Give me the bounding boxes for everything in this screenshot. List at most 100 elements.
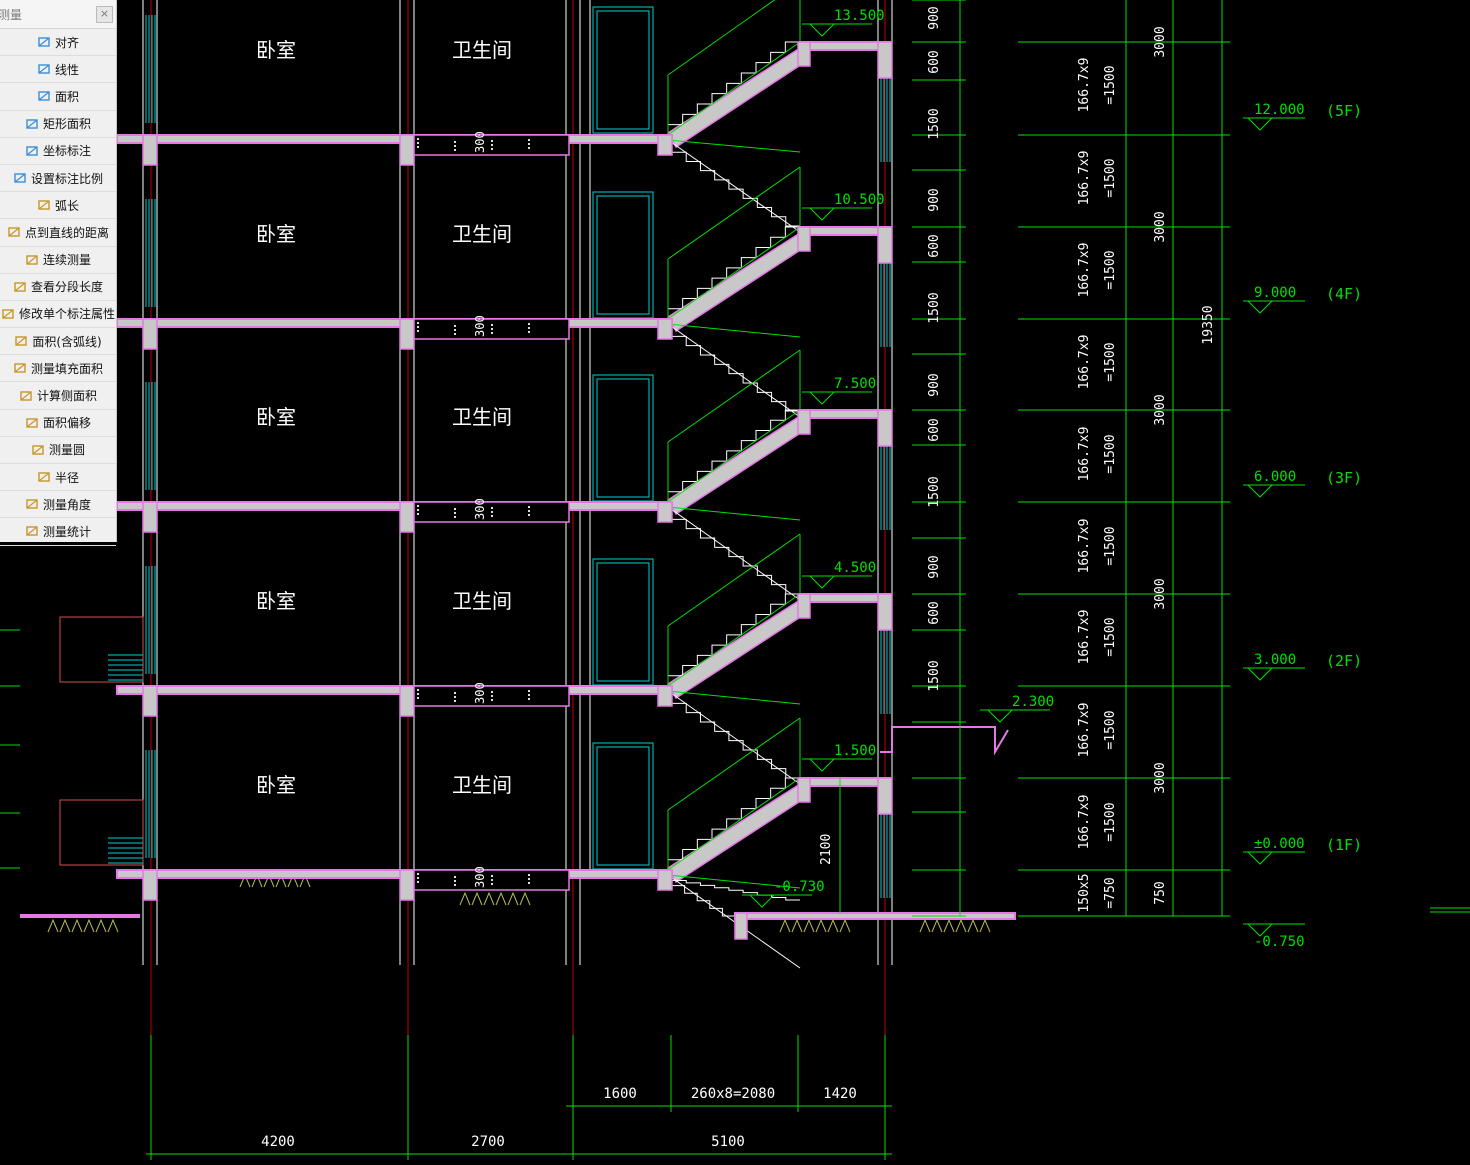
level-triangle — [809, 207, 835, 221]
palette-close-button[interactable]: × — [96, 6, 113, 23]
floor-level-triangle — [1247, 117, 1273, 131]
room-label-bedroom: 卧室 — [256, 773, 296, 797]
slab-thickness-mark: 300 — [473, 498, 487, 520]
window-dimension: 1500 — [927, 476, 942, 507]
filler-speck — [417, 505, 419, 507]
basement-beam — [734, 912, 748, 940]
step-dimension-b: =1500 — [1103, 65, 1118, 104]
step-dimension-a: 166.7x9 — [1077, 427, 1092, 482]
scale-icon — [13, 171, 27, 185]
floor-name: (1F) — [1326, 836, 1362, 854]
stair-flight — [667, 409, 800, 502]
horizontal-dimension: 5100 — [711, 1134, 745, 1150]
tool-area-offset[interactable]: 面积偏移 — [0, 410, 116, 437]
palette-header[interactable]: 测量 × — [0, 0, 116, 29]
floor-beam — [142, 869, 158, 901]
window-dimension: 600 — [927, 601, 942, 624]
tool-statistics[interactable]: 测量统计 — [0, 518, 116, 546]
tool-edit-dimension[interactable]: 修改单个标注属性 — [0, 301, 116, 329]
filler-speck — [454, 692, 456, 694]
stair-beam — [657, 869, 673, 891]
horizontal-dimension: 1600 — [603, 1086, 637, 1102]
tool-label: 面积(含弧线) — [32, 334, 102, 349]
step-dimension-b: =750 — [1103, 877, 1118, 908]
tool-label: 弧长 — [54, 198, 79, 213]
soil-hatch — [519, 891, 531, 906]
tool-rect-area[interactable]: 矩形面积 — [0, 111, 116, 138]
tool-continuous-measure[interactable]: 连续测量 — [0, 247, 116, 274]
tool-point-line-distance[interactable]: 点到直线的距离 — [0, 219, 116, 247]
stair-underside — [667, 690, 801, 785]
landing-beam — [797, 777, 811, 803]
step-dimension-b: =1500 — [1103, 710, 1118, 749]
filler-speck — [417, 873, 419, 875]
tool-label: 连续测量 — [42, 253, 91, 268]
step-dimension-a: 166.7x9 — [1077, 335, 1092, 390]
filler-speck — [454, 145, 456, 147]
storey-height-dimension: 3000 — [1153, 211, 1168, 242]
soil-hatch — [95, 918, 107, 933]
floor-level-value: 12.000 — [1254, 102, 1305, 118]
level-value: 13.500 — [834, 8, 885, 24]
side-area-icon — [19, 389, 33, 403]
stair-underside — [667, 874, 801, 969]
tool-radius[interactable]: 半径 — [0, 464, 116, 492]
floor-beam — [399, 869, 415, 901]
tool-align-dimension[interactable]: 对齐 — [0, 29, 116, 57]
tool-label: 测量统计 — [42, 524, 91, 539]
tool-linear-dimension[interactable]: 线性 — [0, 56, 116, 84]
tool-circle-measure[interactable]: 测量圆 — [0, 437, 116, 464]
area-offset-icon — [25, 416, 39, 430]
soil-hatch — [459, 891, 471, 906]
stair-flight — [671, 694, 800, 779]
statistics-icon — [25, 524, 39, 538]
window-dimension: 900 — [927, 373, 942, 396]
stair-landing — [799, 593, 891, 603]
level-triangle — [809, 758, 835, 772]
tool-label: 查看分段长度 — [30, 280, 103, 295]
stair-landing — [799, 226, 891, 236]
hatch-area-icon — [13, 361, 27, 375]
level-value: -0.730 — [774, 879, 825, 895]
tool-arc-area[interactable]: 面积(含弧线) — [0, 328, 116, 356]
total-height-dimension: 19350 — [1201, 305, 1216, 344]
stair-landing — [799, 41, 891, 51]
continuous-measure-icon — [25, 253, 39, 267]
tool-label: 修改单个标注属性 — [18, 307, 115, 322]
handrail-line — [667, 717, 801, 811]
tool-label: 设置标注比例 — [30, 171, 103, 186]
level-triangle — [809, 23, 835, 37]
handrail-line — [667, 323, 801, 338]
step-dimension-b: =1500 — [1103, 342, 1118, 381]
filler-speck — [417, 877, 419, 879]
tool-segment-length[interactable]: 查看分段长度 — [0, 274, 116, 301]
tool-angle[interactable]: 测量角度 — [0, 491, 116, 519]
level-triangle — [809, 575, 835, 589]
stair-underside — [667, 323, 801, 418]
tool-scale[interactable]: 设置标注比例 — [0, 165, 116, 193]
floor-name: (4F) — [1326, 285, 1362, 303]
window-dimension: 900 — [927, 555, 942, 578]
filler-speck — [528, 878, 530, 880]
filler-speck — [454, 884, 456, 886]
tool-area[interactable]: 面积 — [0, 83, 116, 111]
filler-speck — [454, 149, 456, 151]
filler-speck — [491, 332, 493, 334]
tool-side-area[interactable]: 计算侧面积 — [0, 382, 116, 410]
tool-coordinate[interactable]: 坐标标注 — [0, 138, 116, 165]
filler-speck — [491, 328, 493, 330]
filler-speck — [528, 331, 530, 333]
handrail-line — [667, 166, 801, 260]
soil-hatch — [71, 918, 83, 933]
filler-speck — [491, 144, 493, 146]
level-value: 1.500 — [834, 743, 876, 759]
tool-hatch-area[interactable]: 测量填充面积 — [0, 355, 116, 383]
tool-arc-length[interactable]: 弧长 — [0, 192, 116, 220]
filler-speck — [417, 693, 419, 695]
filler-speck — [417, 881, 419, 883]
door-frame-inner — [596, 378, 650, 498]
floor-slab — [116, 318, 673, 328]
filler-speck — [417, 146, 419, 148]
